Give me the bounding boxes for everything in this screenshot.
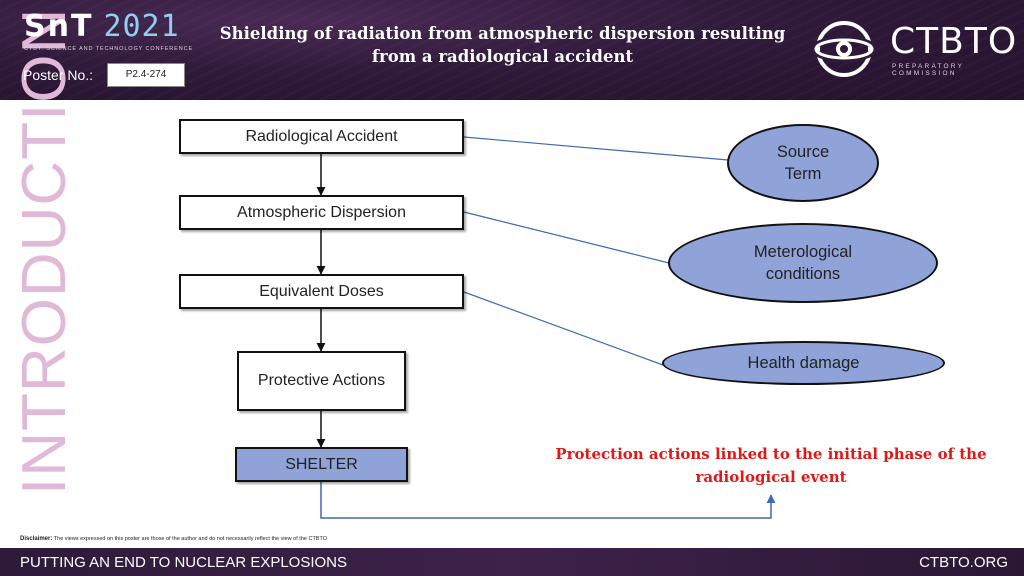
- snt-logo-year: 2021: [103, 9, 180, 44]
- disclaimer-label: Disclaimer:: [20, 536, 53, 542]
- poster-title-line2: from a radiological accident: [371, 47, 634, 66]
- poster-title: Shielding of radiation from atmospheric …: [215, 22, 790, 68]
- step-atmospheric-dispersion: Atmospheric Dispersion: [179, 195, 464, 230]
- snt-logo-subtitle: CTBT: SCIENCE AND TECHNOLOGY CONFERENCE: [24, 46, 194, 52]
- link-accident-source-term: [463, 136, 729, 161]
- link-dispersion-meteorology: [463, 211, 670, 264]
- footer-slogan: PUTTING AN END TO NUCLEAR EXPLOSIONS: [20, 554, 348, 571]
- ctbto-emblem-icon: [811, 21, 877, 77]
- step-equivalent-doses: Equivalent Doses: [179, 274, 464, 309]
- link-shelter-to-note: [320, 482, 776, 519]
- factor-meteorological-conditions: Meterological conditions: [668, 223, 938, 303]
- ctbto-logo-text: CTBTO: [890, 21, 1018, 62]
- poster-label: Poster No.:: [23, 67, 94, 83]
- factor-health-damage: Health damage: [662, 341, 945, 385]
- disclaimer: Disclaimer: The views expressed on this …: [20, 536, 327, 542]
- snt-logo-mark: SnT: [24, 9, 94, 44]
- footer-bar: PUTTING AN END TO NUCLEAR EXPLOSIONS CTB…: [0, 548, 1024, 576]
- footer-website: CTBTO.ORG: [919, 554, 1008, 571]
- step-radiological-accident: Radiological Accident: [179, 119, 464, 154]
- ctbto-logo-subtitle: PREPARATORY COMMISSION: [892, 63, 965, 77]
- disclaimer-text: The views expressed on this poster are t…: [53, 536, 328, 542]
- link-doses-health: [463, 291, 664, 366]
- step-shelter: SHELTER: [235, 447, 408, 482]
- factor-source-term: Source Term: [727, 124, 879, 202]
- poster-number: P2.4-274: [107, 63, 185, 87]
- snt-logo: SnT 2021 CTBT: SCIENCE AND TECHNOLOGY CON…: [24, 9, 194, 53]
- protection-note: Protection actions linked to the initial…: [555, 445, 987, 486]
- poster-title-line1: Shielding of radiation from atmospheric …: [219, 24, 786, 43]
- step-protective-actions: Protective Actions: [237, 351, 406, 411]
